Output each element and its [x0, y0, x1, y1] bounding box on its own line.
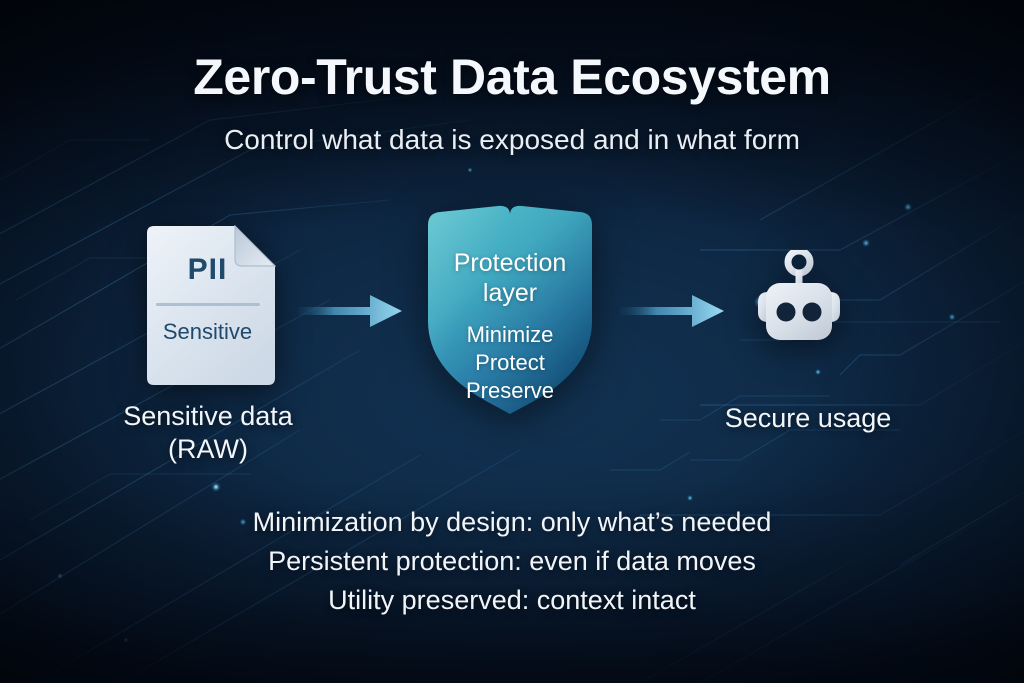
shield-item-list: Minimize Protect Preserve [414, 321, 606, 405]
shield-icon: Protection layer Minimize Protect Preser… [414, 203, 606, 417]
document-divider [156, 303, 260, 306]
document-icon: PII Sensitive [139, 225, 276, 386]
document-badge-label: PII [187, 253, 228, 286]
key-point-minimization: Minimization by design: only what’s need… [252, 507, 772, 537]
shield-title-line2: layer [482, 278, 538, 307]
shield-title: Protection layer [414, 249, 606, 308]
page-subtitle: Control what data is exposed and in what… [224, 124, 800, 155]
page-title: Zero-Trust Data Ecosystem [193, 49, 831, 105]
shield-item-minimize: Minimize [466, 322, 554, 347]
source-caption-line1: Sensitive data [123, 401, 293, 431]
document-tag-label: Sensitive [162, 319, 253, 344]
destination-caption: Secure usage [724, 403, 892, 433]
source-caption: Sensitive data (RAW) [60, 400, 356, 467]
shield-title-line1: Protection [453, 249, 567, 277]
key-point-persistence: Persistent protection: even if data move… [268, 545, 756, 576]
robot-icon [744, 247, 854, 350]
shield-item-preserve: Preserve [465, 378, 555, 404]
arrow-right-icon-1 [298, 295, 402, 327]
key-point-utility: Utility preserved: context intact [328, 584, 696, 615]
source-caption-line2: (RAW) [168, 434, 248, 465]
key-points-list: Minimization by design: only what’s need… [0, 503, 1024, 620]
arrow-right-icon-2 [620, 295, 724, 327]
shield-item-protect: Protect [475, 350, 545, 376]
